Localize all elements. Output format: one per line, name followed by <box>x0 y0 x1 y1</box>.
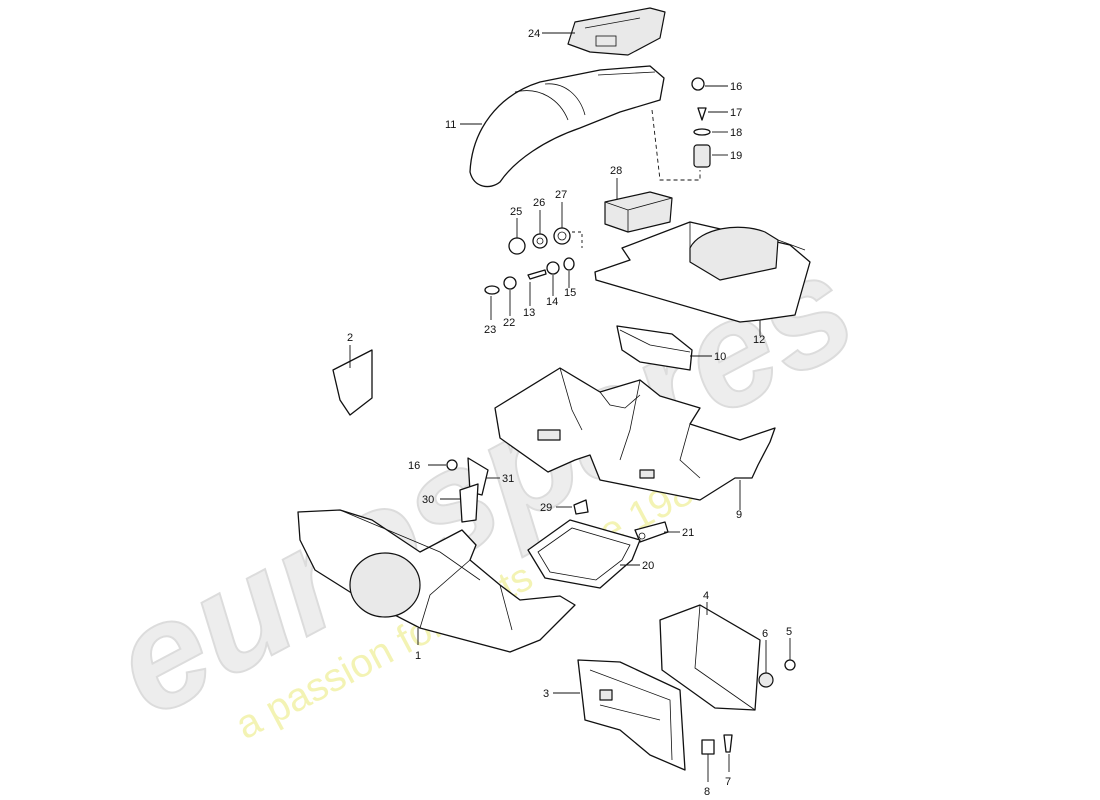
callout-19: 19 <box>730 150 742 162</box>
callout-5: 5 <box>786 626 792 638</box>
callout-2: 2 <box>347 332 353 344</box>
callout-18: 18 <box>730 127 742 139</box>
part-26-nut <box>532 233 548 249</box>
callout-29: 29 <box>540 502 552 514</box>
part-25-cap <box>508 237 526 255</box>
callout-6: 6 <box>762 628 768 640</box>
part-15-washer <box>563 257 575 271</box>
part-7-bolt <box>723 734 733 753</box>
callout-24: 24 <box>528 28 540 40</box>
small-hardware <box>484 227 583 295</box>
callout-1: 1 <box>415 650 421 662</box>
callout-22: 22 <box>503 317 515 329</box>
callout-28: 28 <box>610 165 622 177</box>
part-8-clip-nut <box>701 739 715 755</box>
callout-20: 20 <box>642 560 654 572</box>
part-10-storage-pouch <box>616 325 693 371</box>
part-12-luggage-carpet <box>594 221 811 323</box>
callout-13: 13 <box>523 307 535 319</box>
leader-lines <box>349 32 791 782</box>
callout-7: 7 <box>725 776 731 788</box>
part-20-floor-mat <box>527 519 641 589</box>
part-24-trim-panel <box>567 7 666 56</box>
part-2-side-panel <box>332 349 373 416</box>
part-28-insulation-block <box>604 191 673 233</box>
part-17-screw-top <box>697 107 707 121</box>
part-29-clip <box>573 499 589 515</box>
part-19-grommet <box>693 144 711 168</box>
part-23-washer <box>484 285 500 295</box>
part-16-clip-lower <box>446 459 458 471</box>
callout-30: 30 <box>422 494 434 506</box>
part-3-mounting-bracket <box>577 659 686 771</box>
part-16-clip-top <box>691 77 705 91</box>
callout-16-top: 16 <box>730 81 742 93</box>
callout-27: 27 <box>555 189 567 201</box>
callout-9: 9 <box>736 509 742 521</box>
seat-bracket-cluster <box>446 457 489 523</box>
part-4-board <box>659 604 761 711</box>
callout-31: 31 <box>502 473 514 485</box>
callout-11: 11 <box>445 119 456 131</box>
callout-4: 4 <box>703 590 709 602</box>
part-1-front-carpet <box>297 509 576 653</box>
fasteners-top-right <box>691 77 711 168</box>
callout-10: 10 <box>714 351 726 363</box>
callout-25: 25 <box>510 206 522 218</box>
part-22-retainer <box>503 276 517 290</box>
part-9-floor-carpet <box>494 367 776 501</box>
part-30-cover <box>459 483 479 523</box>
callout-12: 12 <box>753 334 765 346</box>
callout-23: 23 <box>484 324 496 336</box>
callout-16-lower: 16 <box>408 460 420 472</box>
callout-8: 8 <box>704 786 710 798</box>
part-11-wheel-arch-lining <box>469 65 665 188</box>
part-13-screw <box>527 269 547 280</box>
callout-26: 26 <box>533 197 545 209</box>
part-5-screw <box>784 659 796 671</box>
callout-15: 15 <box>564 287 576 299</box>
callout-21: 21 <box>682 527 694 539</box>
callout-3: 3 <box>543 688 549 700</box>
part-18-washer-top <box>693 128 711 136</box>
callout-labels: 24 11 16 17 18 19 28 25 26 27 23 22 13 1… <box>347 28 792 798</box>
part-27-bushing <box>553 227 571 245</box>
part-14-grommet <box>546 261 560 275</box>
callout-14: 14 <box>546 296 558 308</box>
callout-17: 17 <box>730 107 742 119</box>
part-6-nut <box>758 672 774 688</box>
